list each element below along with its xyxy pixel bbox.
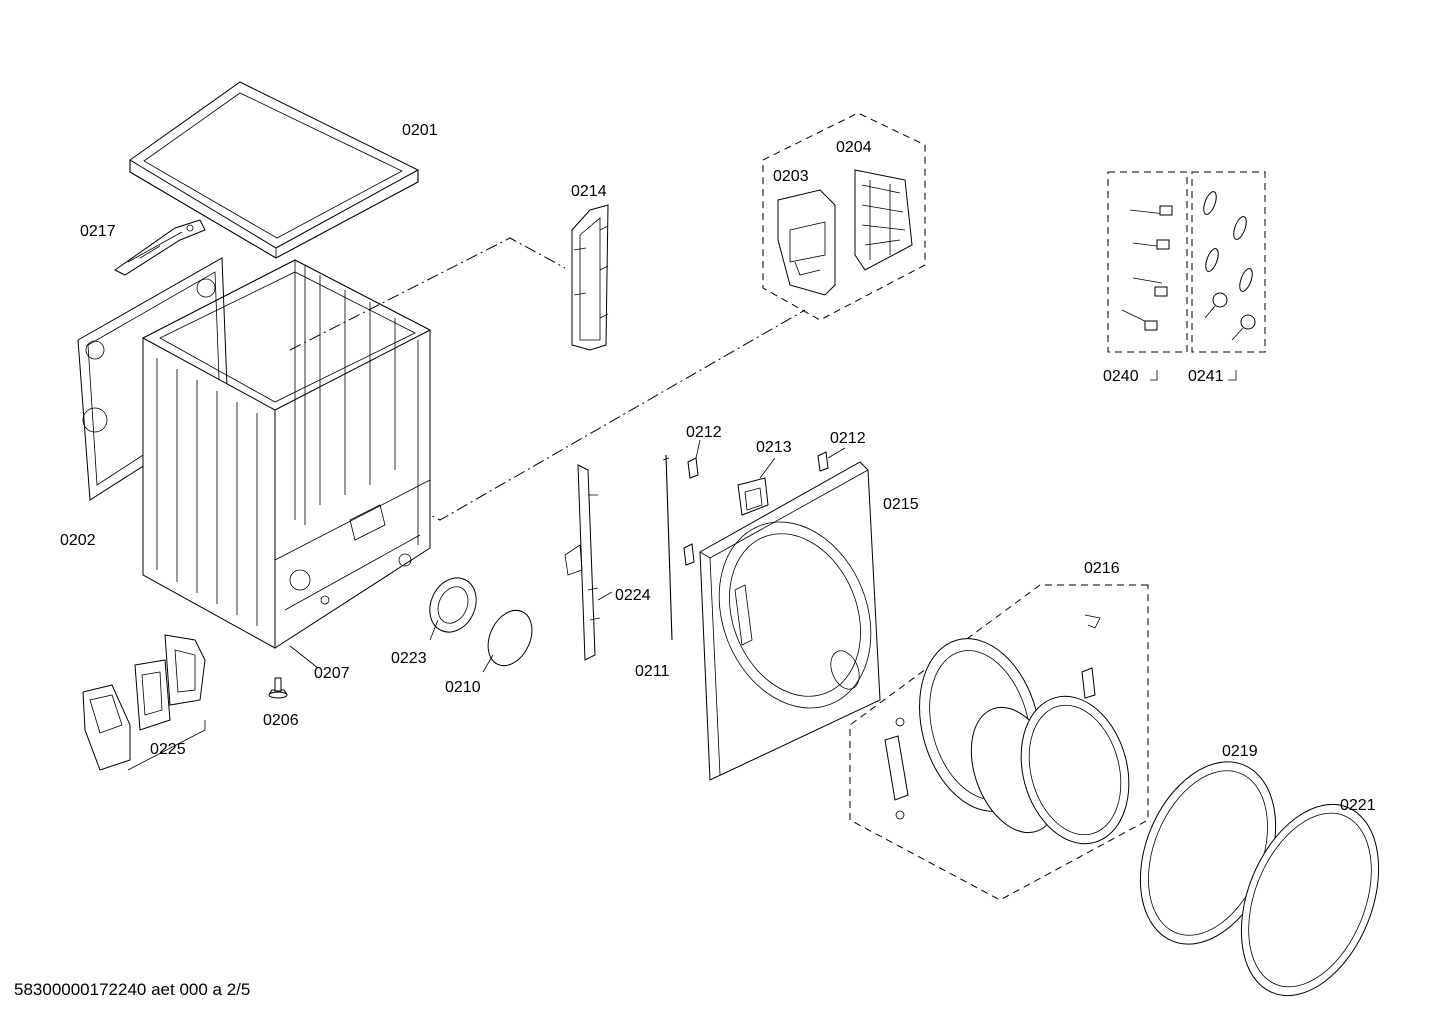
leader-0207 — [289, 645, 319, 669]
label-0212-right: 0212 — [830, 430, 866, 447]
label-0203: 0203 — [773, 168, 809, 185]
part-cabinet-frame — [142, 259, 431, 649]
part-0223-flange — [429, 577, 477, 641]
label-0217: 0217 — [80, 223, 116, 240]
label-0225: 0225 — [150, 741, 186, 758]
label-0210: 0210 — [445, 679, 481, 696]
part-0213-switch — [737, 457, 776, 516]
part-0211-rod — [662, 454, 673, 641]
part-0206-foot — [268, 677, 288, 699]
document-id: 58300000172240 aet 000 a 2/5 — [14, 980, 251, 999]
part-0225-module — [82, 634, 206, 771]
group-0216-door — [849, 584, 1149, 901]
label-0241: 0241 — [1188, 368, 1224, 385]
part-0212-clips — [683, 439, 846, 566]
label-0216: 0216 — [1084, 560, 1120, 577]
part-0221-outer-ring — [1240, 803, 1380, 997]
label-0219: 0219 — [1222, 743, 1258, 760]
group-0203-0204 — [762, 112, 926, 321]
label-0215: 0215 — [883, 496, 919, 513]
label-0202: 0202 — [60, 532, 96, 549]
part-0216-door-assembly — [884, 614, 1130, 845]
label-0204: 0204 — [836, 139, 872, 156]
part-0215-front-panel — [699, 461, 881, 781]
label-0212-left: 0212 — [686, 424, 722, 441]
group-0241 — [1191, 171, 1266, 381]
part-0224-strip — [564, 464, 613, 661]
part-0203-housing — [777, 189, 836, 296]
label-0211: 0211 — [635, 663, 670, 680]
label-0224: 0224 — [615, 587, 651, 604]
label-0207: 0207 — [314, 665, 350, 682]
label-0213: 0213 — [756, 439, 792, 456]
part-0214-rail — [571, 204, 609, 351]
label-0223: 0223 — [391, 650, 427, 667]
label-0240: 0240 — [1103, 368, 1139, 385]
part-0217-bracket — [114, 219, 206, 276]
part-0204-board — [854, 169, 913, 271]
label-0214: 0214 — [571, 183, 607, 200]
group-0240 — [1107, 171, 1188, 381]
label-0221: 0221 — [1340, 797, 1376, 814]
assembly-line-cabinet-to-0214 — [289, 237, 566, 351]
label-0206: 0206 — [263, 712, 299, 729]
part-0201-top-cover — [129, 81, 420, 259]
label-0201: 0201 — [402, 122, 438, 139]
part-0210-lid — [482, 609, 533, 673]
part-number-labels: 0201 0202 0203 0204 0206 0207 0210 0211 … — [60, 122, 1376, 814]
